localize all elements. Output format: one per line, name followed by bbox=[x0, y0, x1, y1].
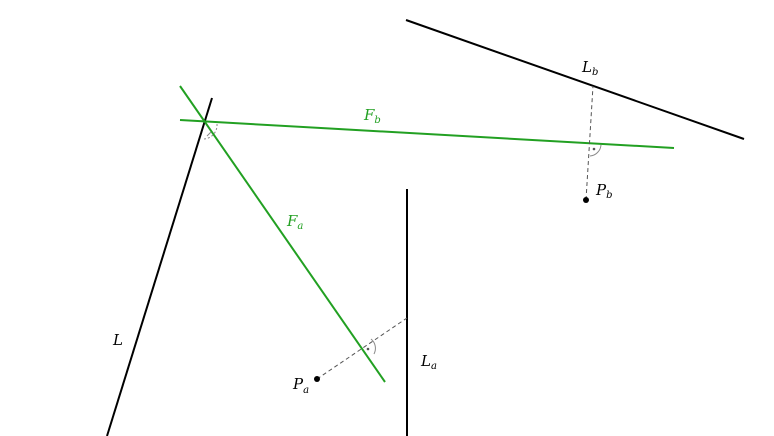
label-L-a: La bbox=[420, 352, 437, 372]
right-angle-dot-F-b bbox=[592, 147, 596, 151]
label-L: L bbox=[112, 331, 123, 349]
fold-line-F-a bbox=[179, 85, 386, 383]
fold-line-F-b bbox=[179, 119, 675, 149]
angle-tick-intersection bbox=[206, 131, 212, 137]
label-P-a: Pa bbox=[292, 375, 309, 396]
label-F-a: Fa bbox=[286, 212, 303, 232]
right-angle-dot-F-a bbox=[366, 347, 370, 351]
right-angle-mark-F-b bbox=[589, 144, 602, 157]
line-L bbox=[106, 97, 213, 436]
projection-P-b bbox=[585, 85, 594, 201]
angle-mark-intersection bbox=[203, 123, 218, 140]
right-angle-mark-F-a bbox=[370, 338, 376, 355]
label-P-b: Pb bbox=[595, 181, 613, 201]
label-L-b: Lb bbox=[581, 58, 598, 78]
label-F-b: Fb bbox=[363, 106, 381, 126]
line-L-b bbox=[405, 19, 745, 140]
point-P-b bbox=[583, 197, 589, 203]
point-P-a bbox=[314, 376, 320, 382]
